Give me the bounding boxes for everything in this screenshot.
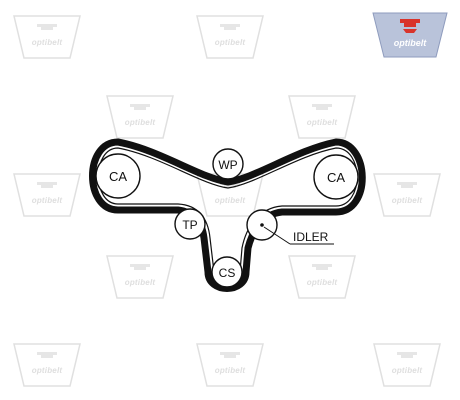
watermark-text: optibelt (214, 196, 246, 205)
watermark-text: optibelt (31, 196, 63, 205)
watermark-logo: optibelt (372, 172, 442, 218)
idler-label: IDLER (293, 230, 329, 244)
watermark-text: optibelt (124, 118, 156, 127)
watermark-text: optibelt (391, 196, 423, 205)
watermark-text: optibelt (306, 118, 338, 127)
watermark-logo: optibelt (12, 172, 82, 218)
watermark-logo: optibelt (105, 254, 175, 300)
watermark-text: optibelt (124, 278, 156, 287)
watermark-logo: optibelt (105, 94, 175, 140)
watermark-logo: optibelt (372, 342, 442, 388)
watermark-text: optibelt (306, 278, 338, 287)
camshaft-pulley-right: CA (313, 154, 359, 200)
idler-pulley: IDLER (246, 209, 334, 245)
watermark-text: optibelt (31, 366, 63, 375)
optibelt-logo: optibelt (372, 12, 448, 58)
cs-label: CS (219, 266, 236, 280)
watermark-logo: optibelt (12, 342, 82, 388)
logo-text: optibelt (393, 38, 427, 48)
watermark-text: optibelt (214, 366, 246, 375)
tp-label: TP (182, 218, 197, 232)
ca-left-label: CA (109, 169, 127, 184)
idler-leader-line (263, 226, 291, 245)
watermark-text: optibelt (214, 38, 246, 47)
wp-label: WP (218, 158, 237, 172)
watermark-logo: optibelt (195, 342, 265, 388)
watermark-logo: optibelt (195, 14, 265, 60)
water-pump-pulley: WP (212, 148, 244, 180)
crankshaft-pulley: CS (211, 256, 243, 288)
ca-right-label: CA (327, 170, 345, 185)
watermark-logo: optibelt (287, 254, 357, 300)
watermark-text: optibelt (391, 366, 423, 375)
camshaft-pulley-left: CA (95, 153, 141, 199)
watermark-logo: optibelt (287, 94, 357, 140)
watermark-logo: optibelt (12, 14, 82, 60)
tensioner-pulley: TP (174, 208, 206, 240)
watermark-text: optibelt (31, 38, 63, 47)
